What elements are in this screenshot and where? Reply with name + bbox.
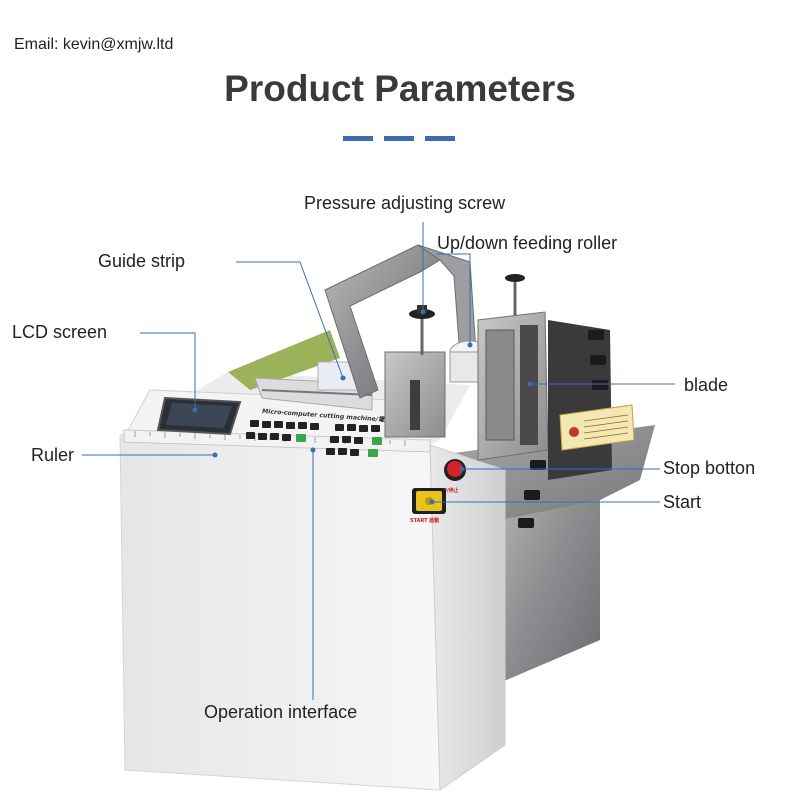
keypad [246, 420, 380, 456]
contact-email: Email: kevin@xmjw.ltd [14, 36, 174, 53]
rear-adjust-knob [505, 274, 525, 282]
callout-feeding-roller: Up/down feeding roller [437, 233, 618, 253]
green-key-3 [368, 449, 378, 457]
green-mat [228, 330, 340, 390]
callout-ruler: Ruler [31, 445, 75, 465]
page-title: Product Parameters [224, 68, 576, 109]
machine-front-body [119, 434, 441, 791]
callout-guide-strip: Guide strip [98, 251, 186, 271]
callout-start: Start [663, 492, 702, 512]
callout-operation-interface: Operation interface [204, 702, 358, 722]
callout-blade: blade [684, 375, 729, 395]
title-dash-2 [384, 136, 414, 141]
green-key-1 [296, 434, 306, 442]
lcd-display-area [166, 403, 232, 428]
callout-pressure-adjusting-screw: Pressure adjusting screw [304, 193, 506, 213]
machine-side-panel [429, 444, 506, 791]
green-key-2 [372, 437, 382, 445]
stop-button [447, 461, 463, 477]
callout-lines [82, 222, 675, 700]
callout-lcd-screen: LCD screen [12, 322, 108, 342]
title-dash-1 [343, 136, 373, 141]
warning-sticker [559, 404, 635, 451]
title-dash-3 [425, 136, 455, 141]
rear-cabinet [495, 460, 600, 685]
callout-stop-button: Stop botton [663, 458, 756, 478]
start-button-text: START 啟動 [410, 517, 439, 524]
blade-guard [548, 320, 612, 480]
